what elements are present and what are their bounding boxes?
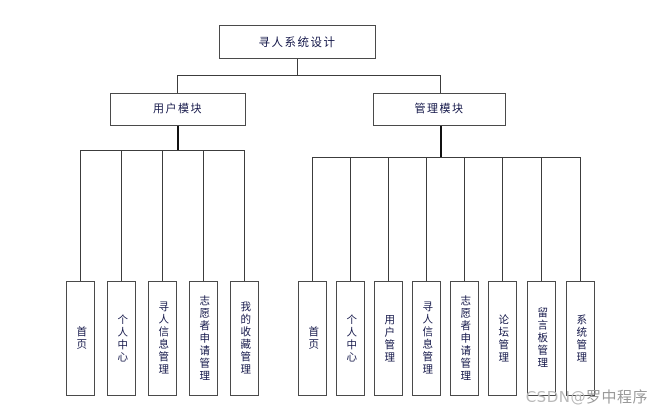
- connector-admin-drop-4: [426, 157, 427, 281]
- leaf-admin-6[interactable]: 论坛管理: [488, 281, 517, 396]
- leaf-admin-8[interactable]: 系统管理: [566, 281, 595, 396]
- node-admin-module[interactable]: 管理模块: [373, 93, 506, 126]
- leaf-user-1[interactable]: 首页: [66, 281, 95, 396]
- connector-admin-drop-2: [350, 157, 351, 281]
- leaf-user-5[interactable]: 我的收藏管理: [230, 281, 259, 396]
- connector-admin-drop-5: [464, 157, 465, 281]
- leaf-admin-7-label: 留言板管理: [536, 307, 549, 370]
- watermark-author: 罗中程序: [585, 388, 648, 406]
- leaf-user-4-label: 志愿者申请管理: [198, 294, 211, 383]
- leaf-admin-8-label: 系统管理: [575, 313, 588, 364]
- connector-admin-drop-7: [541, 157, 542, 281]
- leaf-admin-4-label: 寻人信息管理: [421, 301, 434, 376]
- connector-user-drop-5: [244, 150, 245, 281]
- leaf-user-2-label: 个人中心: [116, 313, 129, 364]
- connector-user-module-stem: [177, 126, 179, 150]
- leaf-admin-2[interactable]: 个人中心: [336, 281, 365, 396]
- leaf-admin-1[interactable]: 首页: [298, 281, 327, 396]
- node-root-label: 寻人系统设计: [258, 34, 337, 49]
- leaf-admin-4[interactable]: 寻人信息管理: [412, 281, 441, 396]
- connector-root-stem: [297, 59, 298, 75]
- node-root[interactable]: 寻人系统设计: [219, 25, 376, 59]
- leaf-user-2[interactable]: 个人中心: [107, 281, 136, 396]
- leaf-admin-3-label: 用户管理: [383, 313, 396, 364]
- connector-admin-drop-1: [312, 157, 313, 281]
- leaf-user-1-label: 首页: [75, 326, 88, 351]
- connector-admin-drop-3: [388, 157, 389, 281]
- leaf-admin-3[interactable]: 用户管理: [374, 281, 403, 396]
- connector-user-drop-2: [121, 150, 122, 281]
- leaf-user-5-label: 我的收藏管理: [239, 301, 252, 376]
- connector-level1-bus: [177, 75, 440, 76]
- leaf-user-4[interactable]: 志愿者申请管理: [189, 281, 218, 396]
- leaf-admin-2-label: 个人中心: [345, 313, 358, 364]
- connector-admin-drop-8: [580, 157, 581, 281]
- leaf-admin-1-label: 首页: [307, 326, 320, 351]
- leaf-admin-5[interactable]: 志愿者申请管理: [450, 281, 479, 396]
- connector-user-drop-1: [80, 150, 81, 281]
- leaf-admin-7[interactable]: 留言板管理: [527, 281, 556, 396]
- connector-user-drop-4: [203, 150, 204, 281]
- watermark-separator: @: [570, 388, 586, 406]
- connector-to-admin-module: [440, 75, 441, 93]
- node-user-module-label: 用户模块: [153, 102, 203, 116]
- connector-admin-bus: [312, 157, 580, 158]
- connector-user-drop-3: [162, 150, 163, 281]
- leaf-admin-6-label: 论坛管理: [497, 313, 510, 364]
- connector-admin-module-stem: [440, 126, 442, 157]
- connector-admin-drop-6: [502, 157, 503, 281]
- node-user-module[interactable]: 用户模块: [110, 93, 246, 126]
- watermark: CSDN@罗中程序: [526, 386, 648, 407]
- leaf-user-3[interactable]: 寻人信息管理: [148, 281, 177, 396]
- watermark-brand: CSDN: [525, 388, 571, 406]
- connector-to-user-module: [177, 75, 178, 93]
- leaf-user-3-label: 寻人信息管理: [157, 301, 170, 376]
- node-admin-module-label: 管理模块: [414, 102, 465, 116]
- leaf-admin-5-label: 志愿者申请管理: [459, 294, 472, 383]
